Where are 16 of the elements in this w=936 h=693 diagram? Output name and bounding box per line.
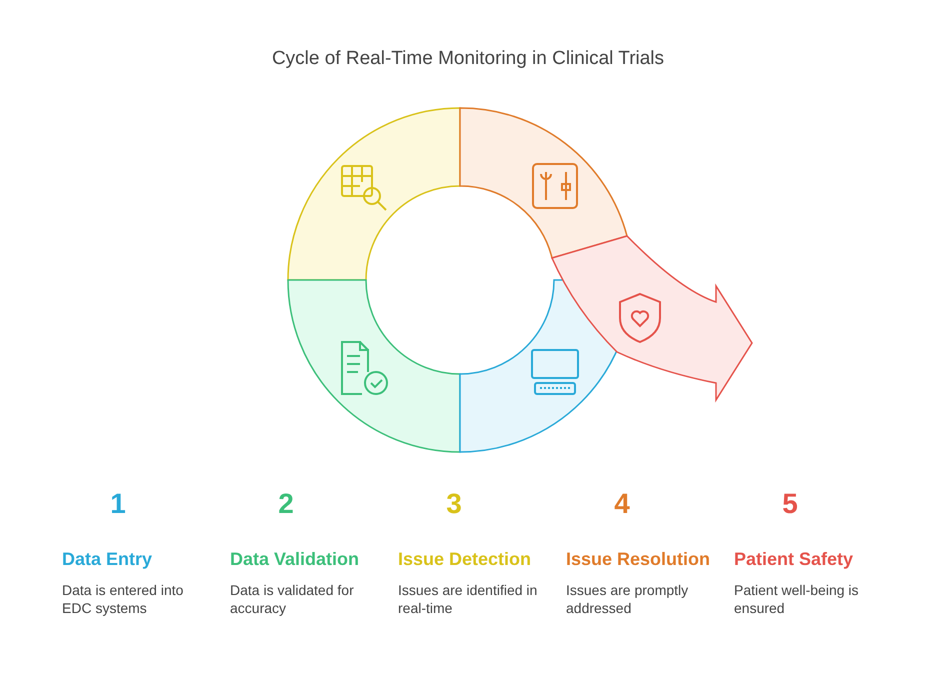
step-heading: Issue Resolution	[566, 548, 712, 571]
step-heading: Issue Detection	[398, 548, 532, 571]
step-number: 4	[613, 488, 631, 520]
step-number: 3	[445, 488, 463, 520]
step-number: 5	[781, 488, 799, 520]
step-number: 2	[277, 488, 295, 520]
step-heading: Patient Safety	[734, 548, 854, 571]
step-heading: Data Validation	[230, 548, 360, 571]
step-description: Data is entered into EDC systems	[62, 581, 184, 617]
diagram-title: Cycle of Real-Time Monitoring in Clinical Trials	[270, 48, 666, 70]
step-description: Patient well-being is ensured	[734, 581, 860, 617]
step-description: Issues are identified in real-time	[398, 581, 538, 617]
step-description: Issues are promptly addressed	[566, 581, 690, 617]
step-number: 1	[109, 488, 127, 520]
step-heading: Data Entry	[62, 548, 154, 571]
step-description: Data is validated for accuracy	[230, 581, 355, 617]
